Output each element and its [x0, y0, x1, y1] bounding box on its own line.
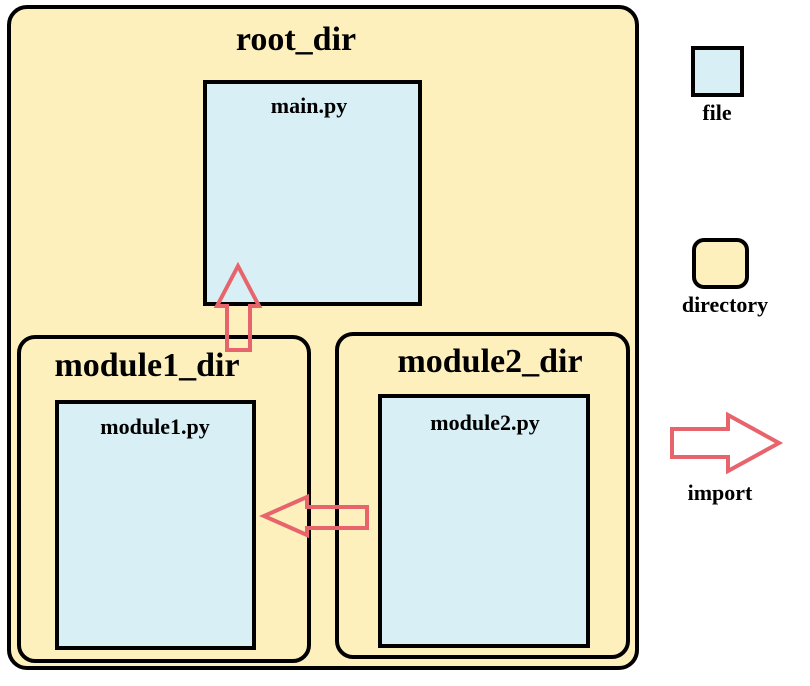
legend-import-label: import: [688, 480, 753, 505]
main-file-box: [203, 80, 422, 306]
module1-file-box: [55, 400, 256, 650]
legend-directory-label: directory: [682, 292, 768, 317]
module2-file-label: module2.py: [430, 410, 539, 435]
import-arrow-module2-to-module1: [259, 493, 369, 539]
module1-file-label: module1.py: [100, 414, 209, 439]
module2-dir-label: module2_dir: [397, 343, 582, 380]
import-arrow-module1-to-main: [213, 261, 263, 352]
legend-file-swatch: [691, 46, 744, 97]
legend-directory-swatch: [692, 238, 749, 289]
root-dir-label: root_dir: [236, 21, 356, 58]
module1-dir-label: module1_dir: [54, 347, 239, 384]
legend-import-arrow: [670, 411, 784, 475]
legend-file-label: file: [702, 100, 732, 125]
main-file-label: main.py: [271, 93, 347, 118]
module2-file-box: [378, 394, 590, 648]
